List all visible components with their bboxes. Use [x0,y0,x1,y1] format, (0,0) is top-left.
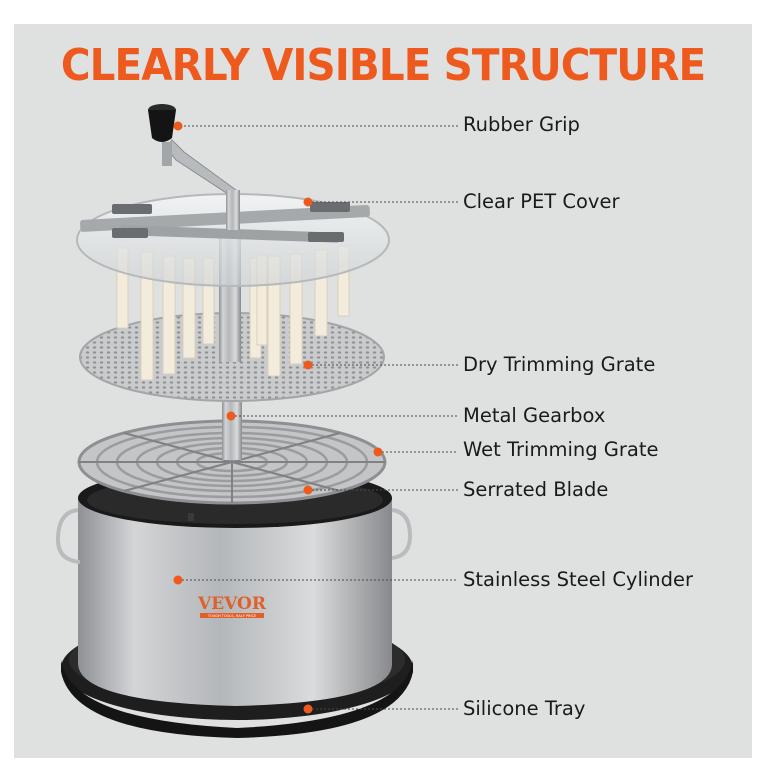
label-clear-pet-cover: Clear PET Cover [463,190,620,213]
brand-tagline: TOUGH TOOLS, HALF PRICE [207,614,256,618]
metal-gearbox [222,402,242,460]
label-dry-trimming-grate: Dry Trimming Grate [463,353,656,376]
brand-logo-underline [200,613,264,618]
label-rubber-grip: Rubber Grip [463,113,580,136]
crank-handle [162,139,240,230]
page-title: CLEARLY VISIBLE STRUCTURE [60,40,706,91]
brand-logo: VEVOR [197,594,267,614]
label-silicone-tray: Silicone Tray [463,697,586,720]
label-metal-gearbox: Metal Gearbox [463,404,606,427]
wet-trimming-grate [77,402,387,505]
label-serrated-blade: Serrated Blade [463,478,609,501]
callout-dots [173,121,383,714]
callout-lines [178,125,458,710]
clear-pet-cover [76,193,390,287]
cover-fingers [116,245,350,381]
label-wet-trimming-grate: Wet Trimming Grate [463,438,659,461]
rubber-grip [148,104,176,142]
label-stainless-steel-cylinder: Stainless Steel Cylinder [463,568,694,591]
